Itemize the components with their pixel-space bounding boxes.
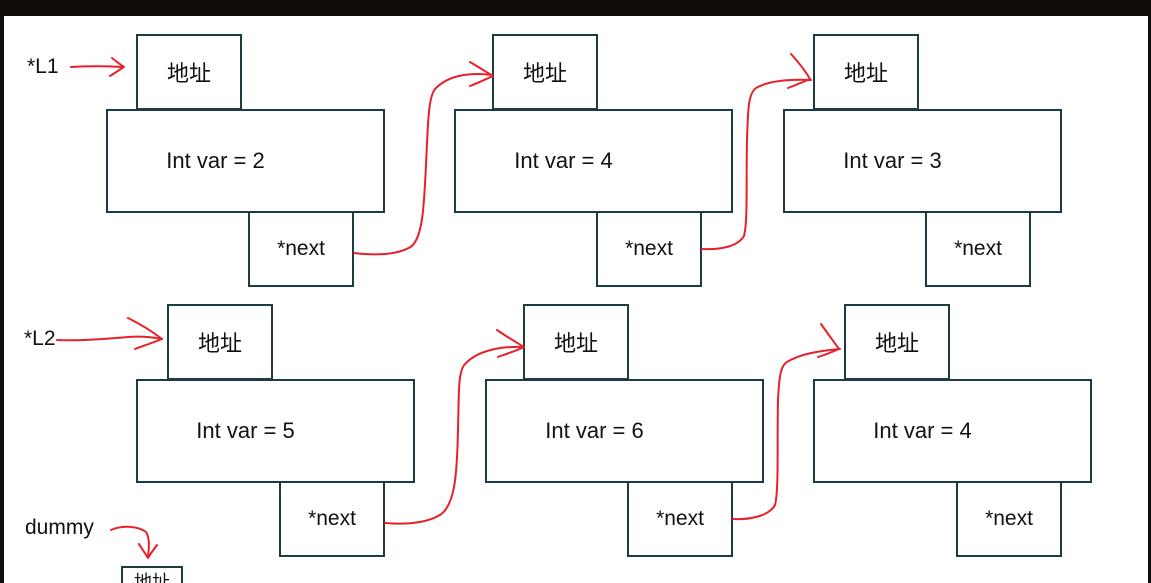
- list2-node2-value-text: Int var = 6: [545, 418, 644, 443]
- list1-node3-address: 地址: [813, 34, 919, 110]
- list2-node1-next: *next: [279, 481, 385, 557]
- arrow-l2-to-node1: [56, 317, 163, 350]
- list2-node2-value: Int var = 6: [485, 379, 764, 483]
- list2-node3-value: Int var = 4: [813, 379, 1092, 483]
- window-left-edge: [0, 16, 4, 583]
- list1-node3-next: *next: [925, 211, 1031, 287]
- list2-node1-value-text: Int var = 5: [196, 418, 295, 443]
- list1-node1-next: *next: [248, 211, 354, 287]
- list1-node2-address: 地址: [492, 34, 598, 110]
- dummy-node-address: 地址: [121, 566, 183, 583]
- list2-node3-address: 地址: [844, 304, 950, 380]
- window-top-bar: [0, 0, 1151, 16]
- pointer-label-l1: *L1: [27, 55, 59, 78]
- arrow-dummy-to-node: [110, 525, 158, 559]
- list2-node1-value: Int var = 5: [136, 379, 415, 483]
- list1-node1-value: Int var = 2: [106, 109, 385, 213]
- pointer-label-dummy: dummy: [25, 516, 94, 539]
- window-right-edge: [1148, 16, 1151, 583]
- list1-node2-next: *next: [596, 211, 702, 287]
- list1-node3-value-text: Int var = 3: [843, 148, 942, 173]
- list1-node3-value: Int var = 3: [783, 109, 1062, 213]
- list2-node2-address: 地址: [523, 304, 629, 380]
- list2-node1-address: 地址: [167, 304, 273, 380]
- list1-node2-value-text: Int var = 4: [514, 148, 613, 173]
- arrow-l1-to-node1: [70, 57, 125, 77]
- list1-node1-address: 地址: [136, 34, 242, 110]
- list2-node3-next: *next: [956, 481, 1062, 557]
- list1-node1-value-text: Int var = 2: [166, 148, 265, 173]
- list1-node2-value: Int var = 4: [454, 109, 733, 213]
- pointer-label-l2: *L2: [24, 327, 56, 350]
- list2-node2-next: *next: [627, 481, 733, 557]
- list2-node3-value-text: Int var = 4: [873, 418, 972, 443]
